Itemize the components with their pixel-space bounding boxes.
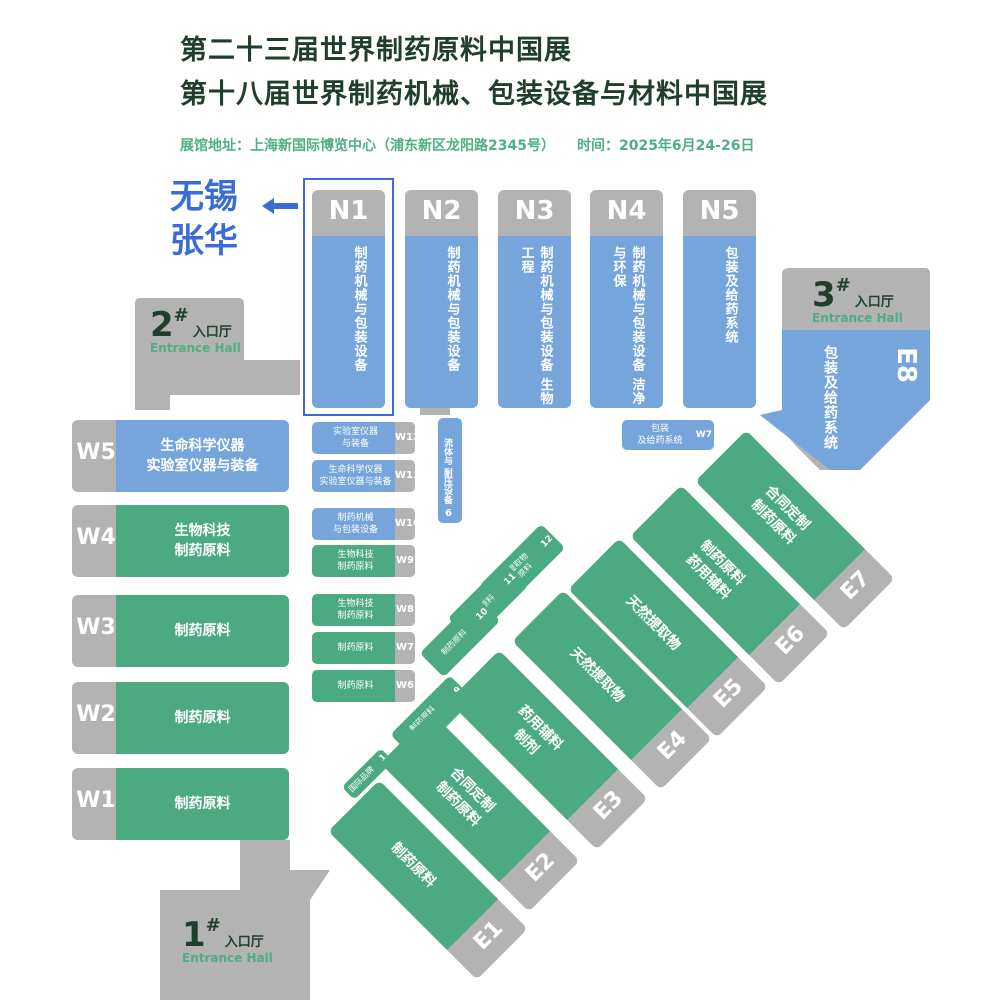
date-text: 时间：2025年6月24-26日 <box>576 138 755 154</box>
hall-label: 实验室仪器 与装备 <box>332 427 378 449</box>
hall-code: W11 <box>395 460 415 492</box>
annotation-line2: 张华 <box>170 221 238 261</box>
hall-code: W8 <box>395 594 415 626</box>
hall-w3[interactable]: W3 制药原料 <box>72 595 289 667</box>
hall-w8[interactable]: 生物科技 制药原料 W8 <box>312 594 415 626</box>
hall-code: N3 <box>514 196 555 226</box>
entrance-hall-3[interactable]: 3#入口厅 Entrance Hall <box>812 275 903 325</box>
hall-label: 包装及给药系统 <box>722 246 738 344</box>
entrance-number: 2 <box>150 305 174 345</box>
hall-w11[interactable]: 生命科学仪器 实验室仪器与装备W11 <box>312 460 415 492</box>
entrance-cn: 入口厅 <box>192 325 232 340</box>
hall-label: 制药机械与包装设备 洁净与环保 <box>610 246 645 406</box>
hall-code: W1 <box>76 788 116 813</box>
hall-zone: 制药机械与包装设备 <box>312 236 385 408</box>
title-line1: 第二十三届世界制药原料中国展 <box>180 35 572 66</box>
hall-label: 生物科技 制药原料 <box>337 550 374 572</box>
hall-code: N5 <box>699 196 740 226</box>
hall-n4[interactable]: N4 制药机械与包装设备 洁净与环保 <box>590 190 663 408</box>
hall-label: 制药机械与包装设备 <box>444 246 460 372</box>
hall-label: 制药机械 与包装设备 <box>332 513 378 535</box>
hall-label: 制药原料 <box>337 681 374 691</box>
hall-zone: 制药原料 <box>116 768 289 840</box>
hall-zone: 制药机械与包装设备 洁净与环保 <box>590 236 663 408</box>
hall-zone: 生命科学仪器 实验室仪器与装备 <box>116 420 289 492</box>
hall-e8-code: E8 <box>890 347 921 383</box>
hall-label: 制药原料 <box>174 710 231 726</box>
hall-label: 生物科技 制药原料 <box>337 599 374 621</box>
hall-code: W10 <box>395 508 415 540</box>
hall-n1[interactable]: N1 制药机械与包装设备 <box>312 190 385 408</box>
hall-n3[interactable]: N3 制药机械与包装设备 生物工程 <box>498 190 571 408</box>
hall-code: W6 <box>395 670 415 702</box>
hall-label: 制药原料 <box>337 643 374 653</box>
hall-w10[interactable]: 制药机械 与包装设备 W10 <box>312 508 415 540</box>
entrance-hall-2[interactable]: 2#入口厅 Entrance Hall <box>150 305 241 355</box>
hall-w12[interactable]: 实验室仪器 与装备 W12 <box>312 422 415 454</box>
annotation-note: 无锡 张华 <box>170 175 260 263</box>
hall-zone: 生物科技 制药原料 <box>116 505 289 577</box>
title-line2: 第十八届世界制药机械、包装设备与材料中国展 <box>180 79 768 110</box>
entrance-cn: 入口厅 <box>854 295 894 310</box>
hall-e8-label: 包装及给药系统 <box>822 345 838 450</box>
hall-label: 生物科技 制药原料 <box>174 523 231 559</box>
hall-code: W5 <box>76 440 116 465</box>
hall-n5[interactable]: N5 包装及给药系统 <box>683 190 756 408</box>
entrance-hash: # <box>835 275 851 296</box>
annotation-line1: 无锡 <box>170 177 238 217</box>
hall-zone: 制药机械与包装设备 <box>405 236 478 408</box>
hall-code: 6 <box>445 508 452 519</box>
hall-code: W12 <box>395 422 415 454</box>
entrance-en: Entrance Hall <box>150 341 241 355</box>
address-text: 展馆地址：上海新国际博览中心（浦东新区龙阳路2345号） <box>180 138 555 154</box>
entrance-hash: # <box>173 305 189 326</box>
hall-zone: 制药原料 <box>116 682 289 754</box>
hall-code: W3 <box>76 615 116 640</box>
hall-w9[interactable]: 生物科技 制药原料 W9 <box>312 545 415 577</box>
hall-label: 包装 及给药系统 <box>637 424 683 446</box>
highlight-frame <box>303 178 394 416</box>
entrance-hall-1[interactable]: 1#入口厅 Entrance Hall <box>182 915 273 965</box>
hall-w6[interactable]: 制药原料 W6 <box>312 670 415 702</box>
hall-code: N1 <box>328 196 369 226</box>
entrance-en: Entrance Hall <box>812 311 903 325</box>
entrance-en: Entrance Hall <box>182 951 273 965</box>
hall-code: W7 <box>395 632 415 664</box>
hall-code: W2 <box>76 702 116 727</box>
hall-code: W4 <box>76 525 116 550</box>
hall-label: 制药原料 <box>174 796 231 812</box>
hall-code: N2 <box>421 196 462 226</box>
hall-code: W9 <box>395 545 415 577</box>
hall-zone: 制药机械与包装设备 生物工程 <box>498 236 571 408</box>
hall-code: N4 <box>606 196 647 226</box>
hall-w7[interactable]: 制药原料 W7 <box>312 632 415 664</box>
hall-code: W7 <box>695 430 712 440</box>
entrance-number: 3 <box>812 275 836 315</box>
hall-w4[interactable]: W4 生物科技 制药原料 <box>72 505 289 577</box>
hall-label: 流体与 耐压设备 <box>442 438 452 505</box>
hall-x6-fluid[interactable]: 流体与 耐压设备 6 <box>438 418 462 523</box>
arrow-left-icon <box>262 198 298 214</box>
hall-w2[interactable]: W2 制药原料 <box>72 682 289 754</box>
hall-label: 制药机械与包装设备 生物工程 <box>518 246 553 406</box>
hall-w1[interactable]: W1 制药原料 <box>72 768 289 840</box>
hall-zone: 包装及给药系统 <box>683 236 756 408</box>
hall-label: 制药机械与包装设备 <box>351 246 367 372</box>
entrance-hash: # <box>205 915 221 936</box>
hall-n2[interactable]: N2 制药机械与包装设备 <box>405 190 478 408</box>
hall-label: 生命科学仪器 实验室仪器与装备 <box>146 438 259 474</box>
hall-w7-packaging[interactable]: 包装 及给药系统 W7 <box>622 420 714 450</box>
hall-label: 生命科学仪器 实验室仪器与装备 <box>319 465 392 487</box>
hall-w5[interactable]: W5 生命科学仪器 实验室仪器与装备 <box>72 420 289 492</box>
hall-label: 制药原料 <box>174 623 231 639</box>
hall-zone: 制药原料 <box>116 595 289 667</box>
entrance-number: 1 <box>182 915 206 955</box>
venue-address: 展馆地址：上海新国际博览中心（浦东新区龙阳路2345号） 时间：2025年6月24… <box>180 135 754 155</box>
entrance-cn: 入口厅 <box>224 935 264 950</box>
